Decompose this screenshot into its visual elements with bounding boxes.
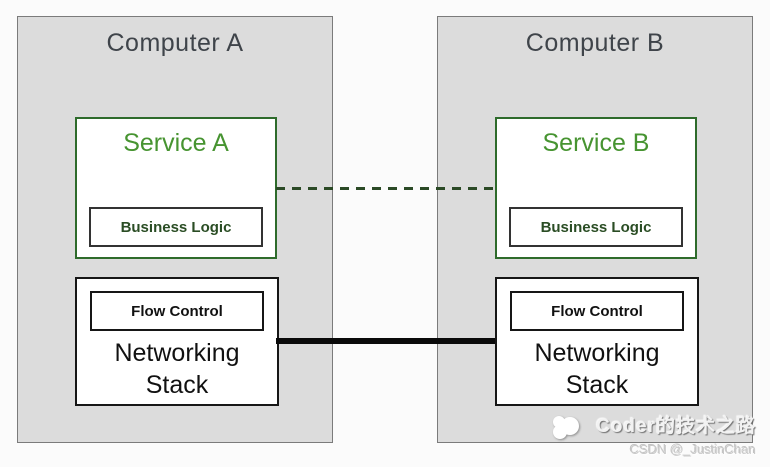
watermark: Coder的技术之路 CSDN @_JustinChan: [550, 412, 756, 457]
network-b-title: Networking Stack: [534, 339, 660, 399]
service-b-title: Service B: [542, 129, 650, 157]
service-a-business-logic-box: Business Logic: [89, 207, 263, 247]
watermark-handle-text: CSDN @_JustinChan: [630, 442, 756, 457]
network-to-network-solid-line: [276, 338, 495, 344]
watermark-brand-text: Coder的技术之路: [596, 416, 756, 437]
service-a-title: Service A: [123, 129, 229, 157]
computer-a-title: Computer A: [106, 29, 244, 57]
service-a-box: Service A Business Logic: [75, 117, 277, 259]
service-b-business-logic-box: Business Logic: [509, 207, 683, 247]
network-a-flow-control-label: Flow Control: [131, 302, 223, 320]
watermark-text-column: Coder的技术之路 CSDN @_JustinChan: [586, 412, 756, 457]
network-a-flow-control-box: Flow Control: [90, 291, 264, 331]
network-a-title: Networking Stack: [114, 339, 240, 399]
service-a-business-logic-label: Business Logic: [120, 218, 232, 236]
watermark-avatar-icon: [550, 412, 582, 444]
network-b-box: Flow Control Networking Stack: [495, 277, 699, 406]
service-b-business-logic-label: Business Logic: [540, 218, 652, 236]
computer-b-title: Computer B: [525, 29, 665, 57]
network-b-flow-control-box: Flow Control: [510, 291, 684, 331]
network-b-flow-control-label: Flow Control: [551, 302, 643, 320]
service-to-service-dashed-line: [276, 187, 495, 190]
computer-b-box: Computer B Service B Business Logic Flow…: [437, 16, 753, 443]
service-b-box: Service B Business Logic: [495, 117, 697, 259]
network-a-box: Flow Control Networking Stack: [75, 277, 279, 406]
computer-a-box: Computer A Service A Business Logic Flow…: [17, 16, 333, 443]
